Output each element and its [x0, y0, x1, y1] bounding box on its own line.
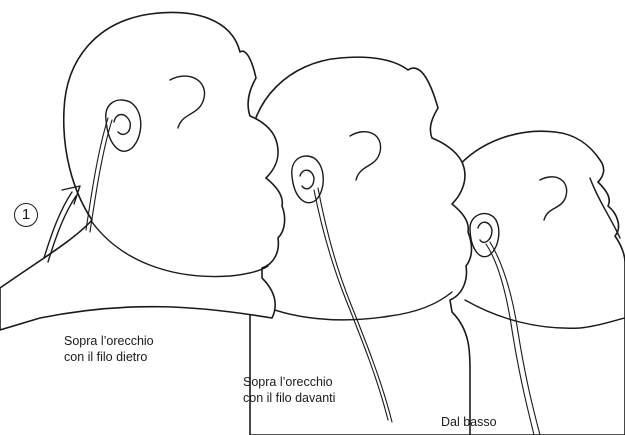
figure-over-ear-cable-front: [249, 56, 473, 435]
figure-over-ear-cable-behind: [0, 11, 286, 331]
head-1-silhouette: [0, 11, 286, 331]
ear-1: [105, 99, 142, 152]
collar-2: [249, 291, 453, 321]
ear-2-inner: [299, 169, 315, 190]
step-marker: 1: [14, 203, 38, 227]
hair-2-detail: [349, 131, 382, 181]
caption-2-line2: con il filo davanti: [243, 391, 336, 405]
head-2-silhouette: [249, 56, 473, 435]
ear-3-inner: [477, 221, 493, 244]
caption-1-line1: Sopra l’orecchio: [64, 334, 154, 348]
collar-3: [464, 299, 625, 329]
ear-3: [469, 212, 500, 258]
caption-1-line2: con il filo dietro: [64, 350, 148, 364]
ear-1-inner: [113, 113, 132, 136]
cable-2: [313, 187, 393, 423]
caption-over-ear-behind: Sopra l’orecchio con il filo dietro: [64, 333, 154, 365]
cable-1: [85, 117, 113, 233]
cable-3: [485, 241, 541, 435]
figure-under-ear: [425, 130, 625, 435]
hair-1-detail: [169, 75, 206, 129]
hair-3-detail: [539, 176, 568, 221]
face-3-profile: [589, 177, 621, 239]
caption-2-line1: Sopra l’orecchio: [243, 375, 333, 389]
collar-1: [91, 221, 269, 278]
ear-2: [291, 155, 324, 204]
arrow-icon: [43, 185, 81, 263]
caption-3-line1: Dal basso: [441, 415, 497, 429]
step-marker-number: 1: [21, 206, 31, 223]
caption-over-ear-front: Sopra l’orecchio con il filo davanti: [243, 374, 335, 406]
caption-under-ear: Dal basso: [441, 414, 497, 430]
